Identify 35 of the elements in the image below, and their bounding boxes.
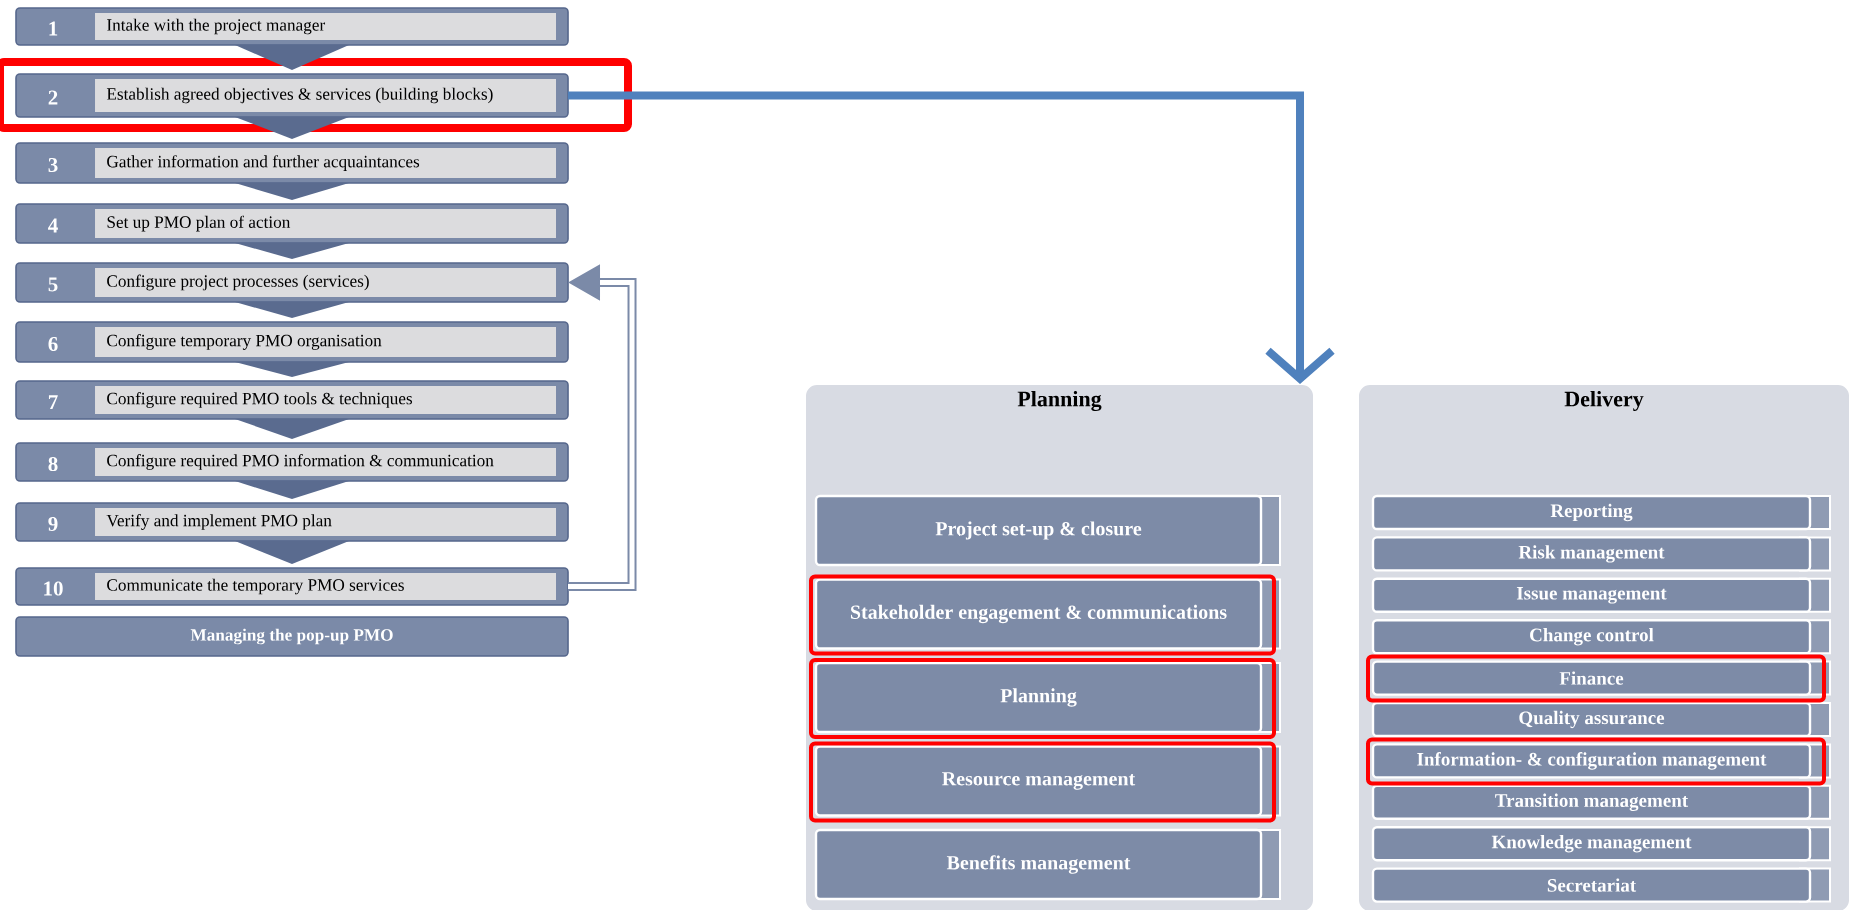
footer-bar: Managing the pop-up PMO [15, 616, 569, 657]
chevron-arrow [235, 302, 349, 318]
chevron-arrow [235, 45, 349, 70]
step-box: 9 Verify and implement PMO plan [15, 502, 569, 542]
service-box: Planning [814, 661, 1281, 734]
service-box: Issue management [1371, 577, 1831, 613]
arrow [568, 91, 1335, 384]
step-box: 4 Set up PMO plan of action [15, 203, 569, 244]
service-box: Transition management [1371, 784, 1831, 820]
chevron-arrow [235, 183, 349, 200]
service-box: Secretariat [1371, 867, 1831, 903]
step-box: 3 Gather information and further acquaintances [15, 142, 569, 184]
service-box: Resource management [814, 745, 1281, 817]
step-box: 8 Configure required PMO information & communication [15, 442, 569, 482]
chevron-arrow [235, 362, 349, 377]
service-box: Risk management [1371, 536, 1831, 572]
step-box: 10 Communicate the temporary PMO services [15, 567, 569, 606]
step-box: 7 Configure required PMO tools & techniques [15, 380, 569, 420]
service-box: Quality assurance [1371, 701, 1831, 738]
chevron-arrow [235, 481, 349, 499]
service-box: Benefits management [814, 828, 1281, 901]
service-box: Project set-up & closure [814, 494, 1281, 567]
service-box: Change control [1371, 619, 1831, 655]
service-box: Information- & configuration management [1371, 743, 1831, 779]
chevron-arrow [235, 541, 349, 564]
service-box: Stakeholder engagement & communications [814, 578, 1281, 650]
service-box: Finance [1371, 660, 1831, 696]
step-box: 2 Establish agreed objectives & services (building blocks) [15, 73, 569, 118]
chevron-arrow [235, 243, 349, 259]
chevron-arrow [235, 117, 349, 139]
step-box: 6 Configure temporary PMO organisation [15, 321, 569, 363]
chevron-arrow [235, 419, 349, 439]
step-box: 1 Intake with the project manager [15, 7, 569, 46]
service-box: Knowledge management [1371, 826, 1831, 862]
service-box: Reporting [1371, 494, 1831, 531]
